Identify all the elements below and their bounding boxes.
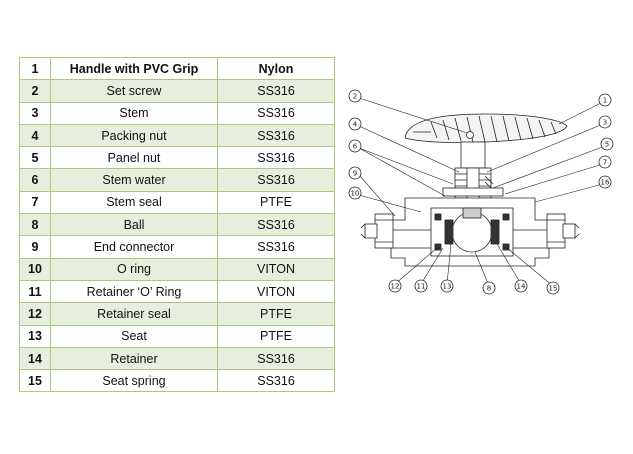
callout-label: 2 — [353, 93, 357, 101]
cell-part-name: Stem seal — [50, 190, 218, 215]
callout-label: 6 — [353, 143, 358, 151]
cell-part-name: Seat spring — [50, 369, 218, 393]
table-row: 5 Panel nut SS316 — [19, 146, 335, 170]
callout-label: 11 — [417, 283, 426, 291]
cell-part-name: O ring — [50, 257, 218, 281]
cell-part-name: Packing nut — [50, 123, 218, 148]
cell-part-name: Ball — [50, 213, 218, 237]
callout-label: 5 — [605, 141, 609, 149]
cell-number: 5 — [19, 146, 51, 170]
callout-label: 3 — [603, 119, 607, 127]
table-row: 15 Seat spring SS316 — [19, 369, 335, 393]
cell-number: 10 — [19, 257, 51, 281]
cell-number: 3 — [19, 101, 51, 125]
callout-label: 1 — [603, 97, 607, 105]
cell-material: Nylon — [217, 56, 335, 81]
table-row: 11 Retainer ‘O’ Ring VITON — [19, 279, 335, 304]
cell-material: SS316 — [217, 146, 335, 170]
cell-number: 12 — [19, 302, 51, 326]
table-row: 2 Set screw SS316 — [19, 79, 335, 103]
callout-label: 15 — [549, 285, 558, 293]
table-row: 13 Seat PTFE — [19, 324, 335, 348]
handle-drawing — [404, 113, 568, 143]
callout-label: 16 — [601, 179, 610, 187]
cell-number: 4 — [19, 123, 51, 148]
cell-number: 2 — [19, 79, 51, 103]
callout-label: 13 — [443, 283, 452, 291]
cell-material: SS316 — [217, 346, 335, 371]
table-row: 14 Retainer SS316 — [19, 346, 335, 371]
cell-material: PTFE — [217, 190, 335, 215]
end-connector-drawing — [360, 213, 580, 249]
cell-part-name: Retainer — [50, 346, 218, 371]
cell-material: PTFE — [217, 302, 335, 326]
table-row: 9 End connector SS316 — [19, 235, 335, 259]
cell-material: SS316 — [217, 79, 335, 103]
cell-part-name: Retainer seal — [50, 302, 218, 326]
callout-label: 12 — [391, 283, 400, 291]
callout-label: 4 — [353, 121, 358, 129]
table-row: 10 O ring VITON — [19, 257, 335, 281]
cell-material: PTFE — [217, 324, 335, 348]
cell-part-name: Seat — [50, 324, 218, 348]
cell-material: SS316 — [217, 123, 335, 148]
table-row: 7 Stem seal PTFE — [19, 190, 335, 215]
cell-number: 6 — [19, 168, 51, 192]
cell-material: VITON — [217, 257, 335, 281]
cell-material: SS316 — [217, 213, 335, 237]
cell-part-name: Handle with PVC Grip — [50, 56, 218, 81]
cell-part-name: Retainer ‘O’ Ring — [50, 279, 218, 304]
callout-label: 10 — [351, 190, 360, 198]
cell-number: 9 — [19, 235, 51, 259]
cell-number: 13 — [19, 324, 51, 348]
body-drawing — [390, 197, 550, 267]
cell-number: 11 — [19, 279, 51, 304]
table-row: 12 Retainer seal PTFE — [19, 302, 335, 326]
cell-part-name: End connector — [50, 235, 218, 259]
table-header-row: 1 Handle with PVC Grip Nylon — [19, 56, 335, 81]
cell-part-name: Stem — [50, 101, 218, 125]
callout-label: 7 — [603, 159, 607, 167]
set-screw-drawing — [466, 131, 474, 139]
cell-number: 1 — [19, 56, 51, 81]
valve-assembly-diagram: 1 2 3 4 5 6 7 8 9 10 11 12 13 14 15 16 — [348, 89, 614, 295]
cell-material: SS316 — [217, 101, 335, 125]
cell-material: SS316 — [217, 235, 335, 259]
cell-part-name: Set screw — [50, 79, 218, 103]
table-row: 3 Stem SS316 — [19, 101, 335, 125]
table-row: 6 Stem water SS316 — [19, 168, 335, 192]
cell-part-name: Stem water — [50, 168, 218, 192]
cell-material: SS316 — [217, 168, 335, 192]
leader-lines — [358, 97, 606, 287]
cell-number: 14 — [19, 346, 51, 371]
callout-label: 9 — [353, 170, 357, 178]
table-row: 8 Ball SS316 — [19, 213, 335, 237]
callout-circles — [348, 89, 614, 295]
cell-material: VITON — [217, 279, 335, 304]
table-row: 4 Packing nut SS316 — [19, 123, 335, 148]
callout-label: 8 — [487, 285, 491, 293]
cell-number: 8 — [19, 213, 51, 237]
callout-label: 14 — [517, 283, 526, 291]
cell-material: SS316 — [217, 369, 335, 393]
parts-table: 1 Handle with PVC Grip Nylon 2 Set screw… — [19, 56, 335, 393]
cell-number: 7 — [19, 190, 51, 215]
cell-part-name: Panel nut — [50, 146, 218, 170]
cell-number: 15 — [19, 369, 51, 393]
